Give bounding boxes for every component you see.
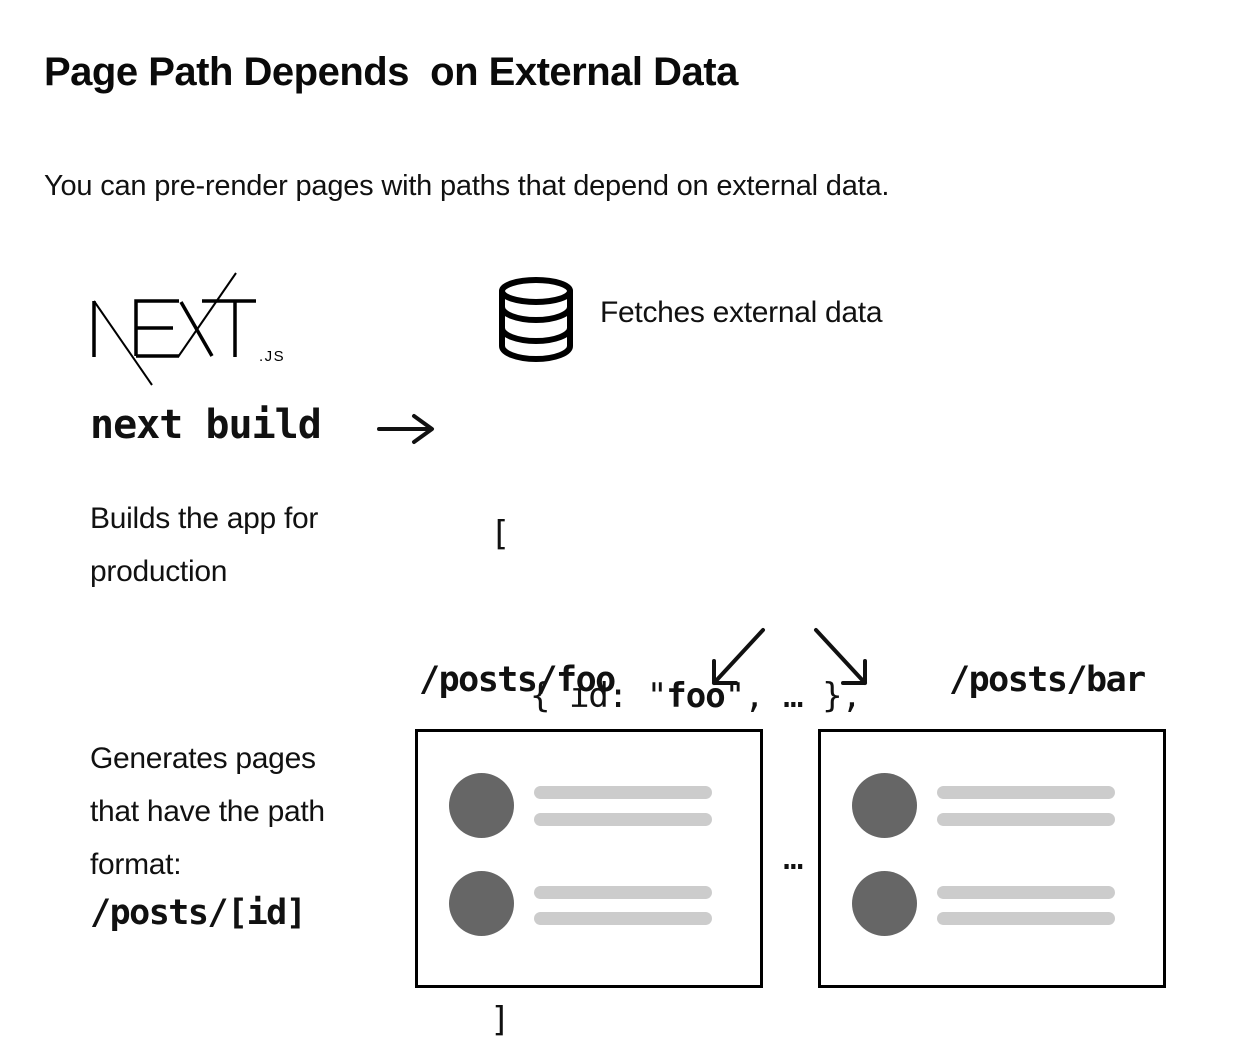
avatar-circle bbox=[852, 871, 917, 936]
arrow-down-right-icon bbox=[814, 628, 867, 685]
generates-caption-line: Generates pages bbox=[90, 742, 316, 775]
text-line-bar bbox=[937, 786, 1115, 799]
text-line-bar bbox=[937, 813, 1115, 826]
code-open-bracket: [ bbox=[490, 514, 510, 554]
generates-caption-line: that have the path bbox=[90, 795, 325, 828]
code-close-bracket: ] bbox=[490, 1000, 510, 1040]
path-label-foo: /posts/foo bbox=[419, 660, 616, 700]
right-arrow-icon bbox=[377, 414, 434, 444]
avatar-circle bbox=[449, 871, 514, 936]
page-title: Page Path Depends on External Data bbox=[44, 50, 738, 94]
generates-caption-line: format: bbox=[90, 848, 182, 881]
build-caption-line: production bbox=[90, 555, 228, 588]
text-line-bar bbox=[534, 886, 712, 899]
avatar-circle bbox=[852, 773, 917, 838]
text-line-bar bbox=[937, 912, 1115, 925]
nextjs-logo-icon: .JS bbox=[92, 272, 285, 386]
page-subtitle: You can pre-render pages with paths that… bbox=[44, 170, 890, 202]
path-format-code: /posts/[id] bbox=[90, 893, 307, 933]
text-line-bar bbox=[534, 786, 712, 799]
build-caption-line: Builds the app for bbox=[90, 502, 319, 535]
path-label-bar: /posts/bar bbox=[949, 660, 1146, 700]
text-line-bar bbox=[534, 813, 712, 826]
nextjs-logo-suffix: .JS bbox=[259, 348, 285, 365]
page-mockup-foo bbox=[415, 729, 763, 988]
database-icon bbox=[499, 277, 573, 363]
page-mockup-bar bbox=[818, 729, 1166, 988]
next-build-command: next build bbox=[90, 402, 322, 448]
generates-caption: Generates pages that have the path forma… bbox=[90, 732, 325, 891]
avatar-circle bbox=[449, 773, 514, 838]
text-line-bar bbox=[534, 912, 712, 925]
text-line-bar bbox=[937, 886, 1115, 899]
code-text: { id: " bbox=[530, 676, 667, 716]
arrow-down-left-icon bbox=[712, 628, 765, 685]
fetch-label: Fetches external data bbox=[600, 296, 883, 329]
build-caption: Builds the app for production bbox=[90, 492, 318, 598]
